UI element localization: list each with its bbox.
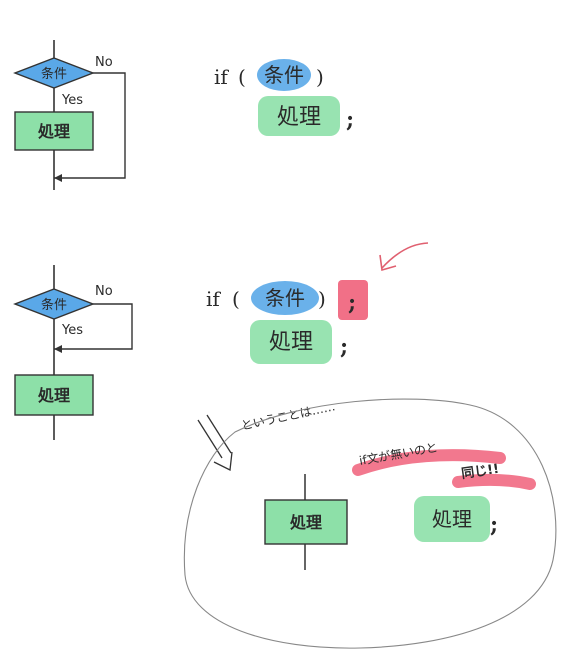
extra-semicolon: ; (348, 290, 356, 316)
process-box-1 (14, 111, 94, 151)
statement-2: 処理 (269, 330, 313, 355)
pointer-arrowhead (379, 254, 397, 272)
double-arrow-line-a (197, 419, 223, 459)
condition-1: 条件 (264, 63, 304, 87)
statement-highlight-2 (250, 320, 332, 364)
double-arrow-head (213, 451, 233, 471)
yes-label-2: Yes (61, 323, 83, 338)
no-branch-arrowhead-2 (54, 345, 62, 353)
no-label-1: No (95, 55, 113, 70)
condition-2: 条件 (265, 286, 305, 310)
pointer-arrow (381, 242, 429, 269)
annotation-text: ということは…… (240, 399, 337, 433)
inner-process-box (264, 499, 348, 545)
no-if-highlight (352, 449, 506, 476)
decision-label-1: 条件 (41, 66, 67, 82)
circle-note: if文が無いのと 同じ!! 処理 処理 ; (183, 398, 557, 649)
inner-process-label: 処理 (290, 513, 322, 532)
decision-diamond-2 (13, 288, 95, 320)
same-text: 同じ!! (460, 462, 500, 482)
condition-highlight-2 (251, 281, 319, 315)
inner-statement-highlight (414, 496, 490, 542)
flowchart-2: 条件 No Yes 処理 (13, 265, 133, 440)
semicolon-2: ; (340, 334, 348, 360)
close-paren-2: ) (318, 287, 326, 311)
annotation: ということは…… (197, 399, 337, 471)
close-paren-1: ) (316, 65, 324, 89)
process-label-1: 処理 (38, 122, 70, 141)
statement-1: 処理 (277, 105, 321, 130)
no-branch-line-2 (54, 303, 133, 350)
open-paren-2: ( (232, 287, 240, 311)
no-label-2: No (95, 284, 113, 299)
enclosing-circle (183, 398, 557, 649)
process-label-2: 処理 (38, 386, 70, 405)
no-branch-line-1 (54, 72, 126, 179)
extra-semicolon-highlight (338, 280, 368, 320)
if-keyword-2: if (206, 287, 221, 311)
if-keyword-1: if (214, 65, 229, 89)
decision-diamond-1 (13, 57, 95, 89)
flowchart-1: 条件 No Yes 処理 (13, 40, 126, 190)
decision-label-2: 条件 (41, 297, 67, 313)
condition-highlight-1 (257, 59, 311, 91)
yes-label-1: Yes (61, 93, 83, 108)
inner-statement: 処理 (432, 507, 472, 531)
code-block-2: if ( 条件 ) ; 処理 ; (206, 242, 429, 364)
open-paren-1: ( (238, 65, 246, 89)
code-block-1: if ( 条件 ) 処理 ; (214, 59, 354, 136)
no-branch-arrowhead-1 (54, 174, 62, 182)
double-arrow-line-b (206, 414, 232, 454)
inner-semicolon: ; (490, 512, 498, 538)
process-box-2 (14, 374, 94, 416)
same-highlight (452, 473, 536, 490)
semicolon-1: ; (346, 107, 354, 133)
statement-highlight-1 (258, 96, 340, 136)
